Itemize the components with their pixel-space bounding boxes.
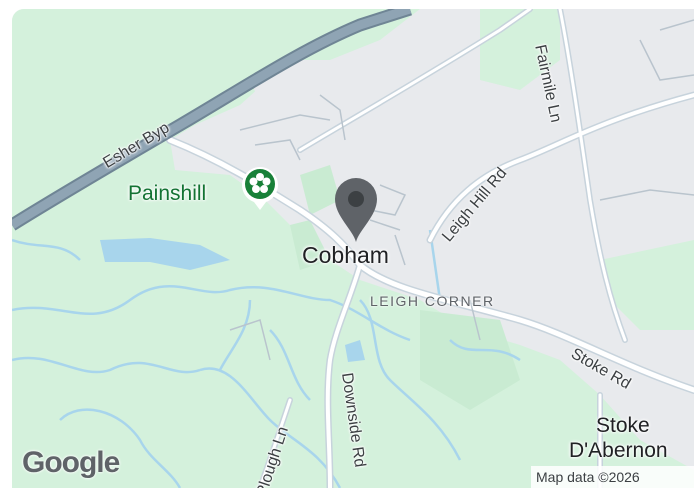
river-lines — [12, 229, 521, 488]
place-label-cobham: Cobham — [302, 242, 389, 268]
park-flower-icon[interactable] — [238, 160, 282, 214]
green-area — [600, 240, 694, 330]
google-logo: Google — [22, 446, 120, 479]
location-pin-icon[interactable] — [329, 172, 383, 244]
place-label-leigh-corner: LEIGH CORNER — [370, 293, 495, 309]
map-canvas[interactable] — [12, 9, 694, 488]
green-area — [250, 60, 360, 125]
motorway — [12, 9, 412, 229]
place-label-stoke: Stoke — [596, 414, 650, 437]
lake — [100, 238, 230, 270]
green-area — [420, 310, 520, 410]
poi-label-painshill[interactable]: Painshill — [128, 182, 207, 205]
map-viewport[interactable]: Esher Byp Fairmile Ln Leigh Hill Rd Stok… — [12, 9, 694, 488]
lake — [345, 340, 365, 362]
place-label-dabernon: D'Abernon — [569, 439, 668, 462]
green-area — [300, 165, 340, 215]
map-attribution[interactable]: Map data ©2026 — [531, 466, 694, 488]
minor-streets — [229, 19, 694, 361]
green-area — [290, 220, 330, 270]
